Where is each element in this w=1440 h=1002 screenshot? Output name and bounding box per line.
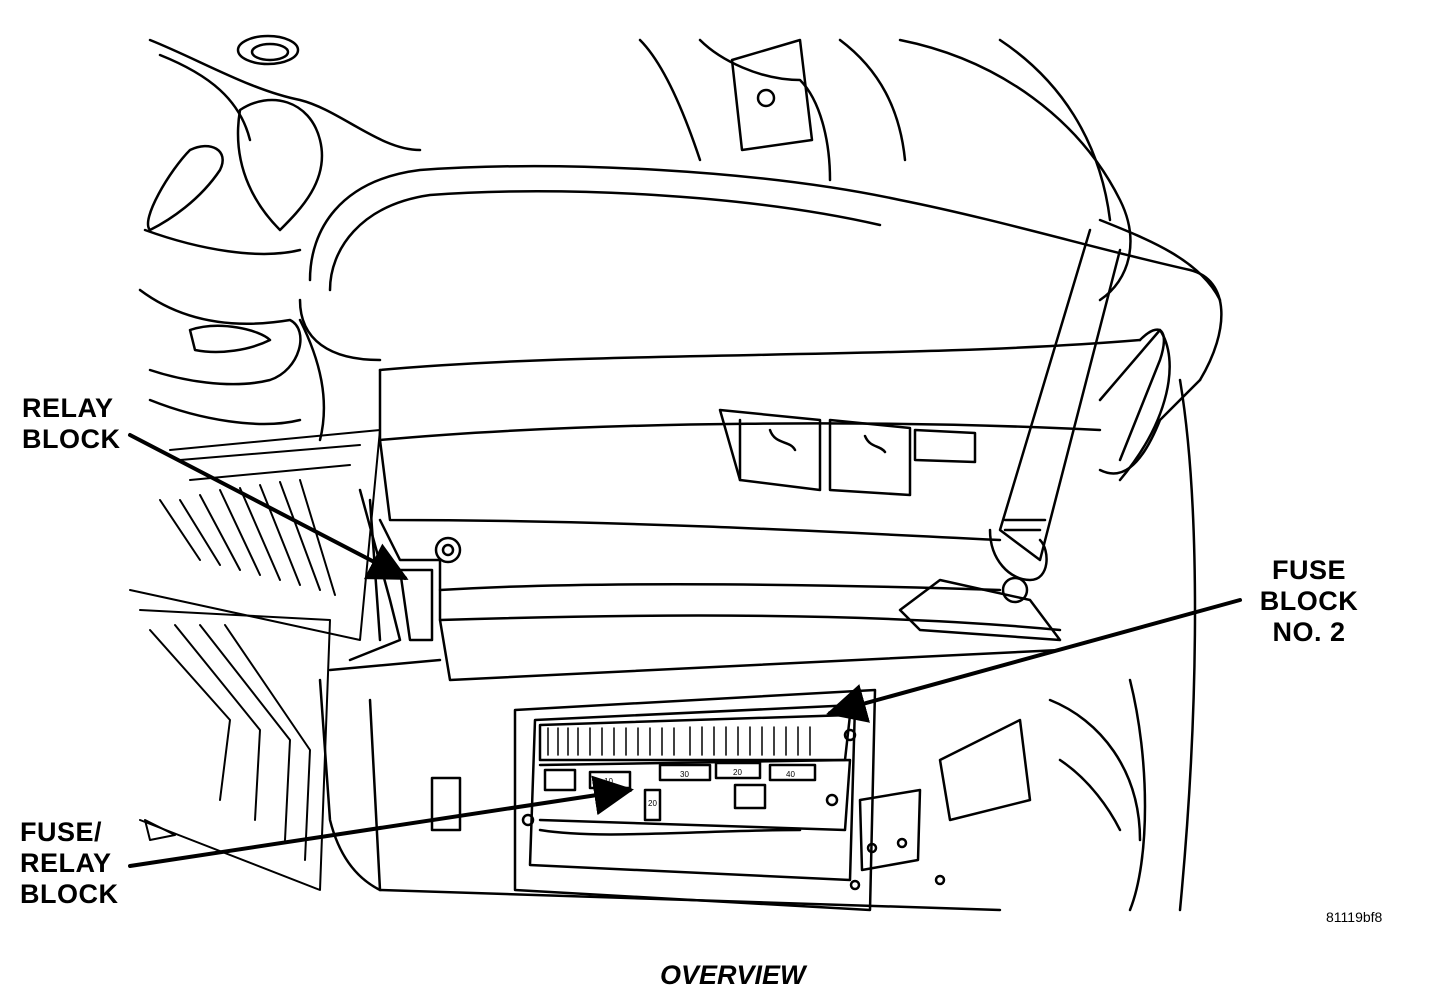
seat-belt (898, 228, 1122, 642)
fuse-panel (513, 688, 946, 912)
fuse-marking-10: 10 (604, 777, 613, 786)
seat-switch-panel (718, 408, 977, 497)
seat-back (638, 38, 1222, 302)
figure-caption: OVERVIEW (660, 960, 806, 990)
fuse-marking-20b: 20 (648, 799, 657, 808)
relay-block-label: RELAY BLOCK (22, 393, 121, 454)
callout-arrows (128, 433, 1242, 868)
dash-console (138, 34, 422, 442)
maxi-fuse-20 (714, 761, 762, 780)
fuse-marking-20: 20 (733, 768, 742, 777)
maxi-fuse-40 (768, 763, 817, 782)
seat-track (328, 488, 1062, 682)
maxi-fuse-30 (658, 763, 712, 782)
fuse-relay-block-label: FUSE/ RELAY BLOCK (20, 817, 119, 909)
seat-cushion (298, 165, 1223, 542)
seat-adjust-switch-icon (768, 428, 797, 452)
fuse-block-2-arrow (826, 598, 1242, 723)
seat-recline-switch-icon (863, 434, 887, 454)
fuse-relay-block-arrow (128, 775, 634, 868)
fuse-marking-30: 30 (680, 770, 689, 779)
figure-id: 81119bf8 (1326, 909, 1383, 925)
fuse-block-2-label: FUSE BLOCK NO. 2 (1259, 555, 1359, 647)
floor-mat-left (129, 429, 381, 891)
relay-block-arrow (128, 433, 409, 580)
fuse-marking-40: 40 (786, 770, 795, 779)
